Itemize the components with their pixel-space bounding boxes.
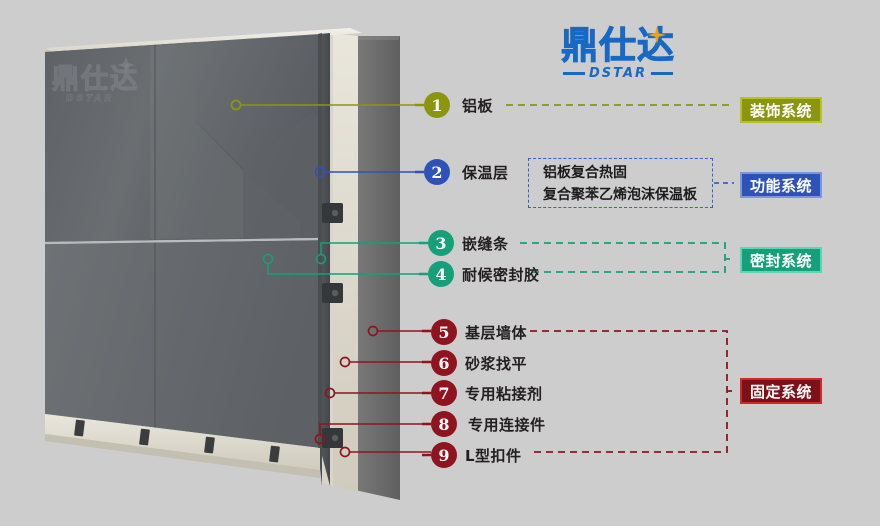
legend-item-8: 8 专用连接件: [431, 411, 546, 437]
legend-item-7: 7 专用粘接剂: [431, 380, 543, 406]
legend-label-9: L型扣件: [465, 446, 522, 465]
legend-number-badge-9: 9: [431, 442, 457, 468]
legend-number-badge-1: 1: [424, 92, 450, 118]
legend-label-3: 嵌缝条: [462, 234, 509, 253]
legend-number-badge-5: 5: [431, 319, 457, 345]
system-badge-1: 装饰系统: [740, 97, 823, 123]
system-badge-2: 功能系统: [740, 172, 823, 198]
legend-label-4: 耐候密封胶: [462, 265, 540, 284]
legend-label-5: 基层墙体: [465, 323, 528, 342]
svg-text:DSTAR: DSTAR: [66, 94, 114, 104]
legend-item-6: 6 砂浆找平: [431, 350, 527, 376]
legend-item-9: 9 L型扣件: [431, 442, 522, 468]
brand-logo: 鼎仕达 DSTAR: [533, 24, 703, 86]
legend-item-2: 2 保温层: [424, 159, 509, 185]
panel-watermark: 鼎仕达 DSTAR: [51, 56, 139, 104]
legend-item-1: 1 铝板: [424, 92, 493, 118]
legend-label-6: 砂浆找平: [465, 354, 528, 373]
legend-label-1: 铝板: [462, 96, 494, 115]
logo-rule-left: [562, 72, 585, 75]
legend-item-5: 5 基层墙体: [431, 319, 527, 345]
legend-number-badge-7: 7: [431, 380, 457, 406]
four-point-star-icon: [648, 26, 666, 44]
legend-item-3: 3 嵌缝条: [428, 230, 509, 256]
insulation-note-box: 铝板复合热固 复合聚苯乙烯泡沫保温板: [528, 158, 713, 208]
brand-logo-cn: 鼎仕达: [561, 24, 675, 68]
legend-number-badge-8: 8: [431, 411, 457, 437]
legend-number-badge-2: 2: [424, 159, 450, 185]
system-badge-3: 密封系统: [740, 247, 823, 273]
legend-label-8: 专用连接件: [468, 415, 546, 434]
brand-logo-en: DSTAR: [588, 66, 648, 81]
legend-item-4: 4 耐候密封胶: [428, 261, 540, 287]
note-line-1: 铝板复合热固: [543, 165, 627, 181]
wall-assembly-render: 鼎仕达 DSTAR: [44, 28, 400, 500]
logo-rule-right: [651, 72, 674, 75]
legend-number-badge-6: 6: [431, 350, 457, 376]
svg-text:鼎仕达: 鼎仕达: [52, 64, 139, 95]
note-line-2: 复合聚苯乙烯泡沫保温板: [543, 187, 697, 203]
legend-number-badge-3: 3: [428, 230, 454, 256]
legend-label-2: 保温层: [462, 163, 509, 182]
legend-number-badge-4: 4: [428, 261, 454, 287]
brand-logo-sub: DSTAR: [533, 66, 703, 81]
system-badge-4: 固定系统: [740, 378, 823, 404]
legend-label-7: 专用粘接剂: [465, 384, 543, 403]
